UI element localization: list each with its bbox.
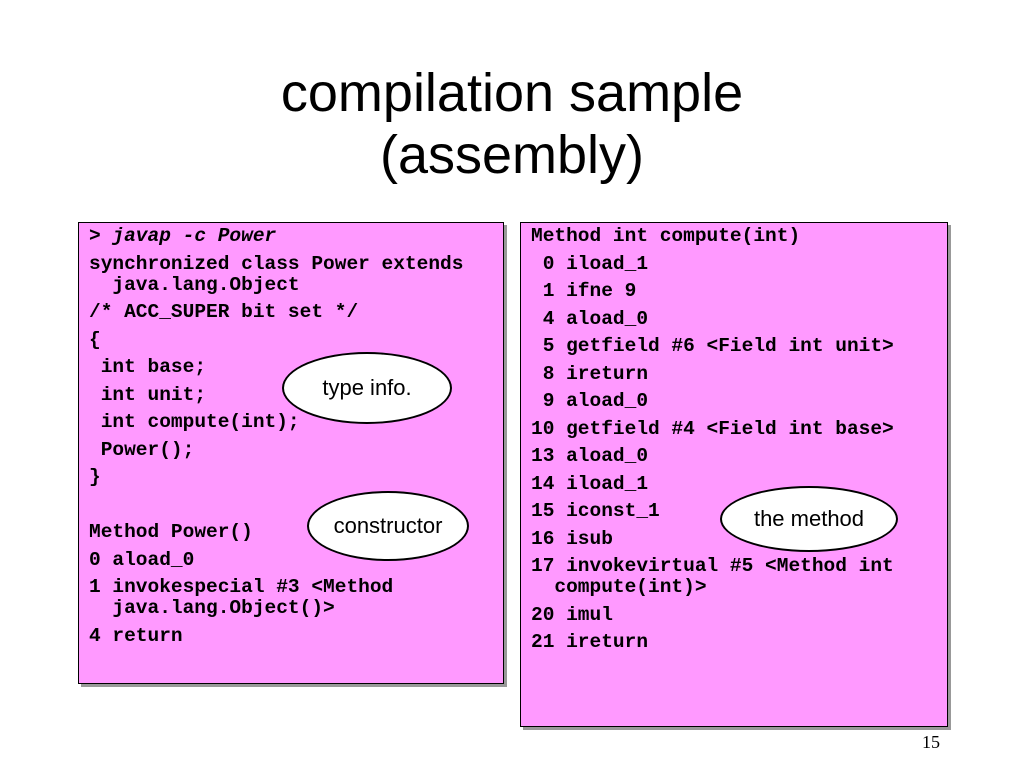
code-line: 1 invokespecial #3 <Method java.lang.Obj…: [89, 576, 405, 619]
code-line: }: [89, 466, 101, 488]
code-line: Method Power(): [89, 521, 253, 543]
slide-title: compilation sample (assembly): [0, 62, 1024, 186]
command-prompt: >: [89, 225, 113, 247]
code-line: int base;: [89, 356, 207, 378]
code-line: /* ACC_SUPER bit set */: [89, 301, 359, 323]
code-line: 0 aload_0: [89, 548, 195, 571]
code-line: synchronized class Power extends java.la…: [89, 252, 476, 296]
code-line: 5 getfield #6 <Field int unit>: [531, 335, 894, 357]
code-line: 15 iconst_1: [531, 500, 660, 522]
code-line: 1 ifne 9: [531, 280, 637, 302]
code-line: 16 isub: [531, 527, 613, 550]
command-line: > javap -c Power: [89, 226, 493, 247]
compute-method-box: Method int compute(int) 0 iload_1 1 ifne…: [520, 222, 948, 727]
code-line: 17 invokevirtual #5 <Method int compute(…: [531, 555, 906, 598]
code-line: 20 imul: [531, 603, 613, 626]
type-info-callout: type info.: [282, 352, 452, 424]
code-line: {: [89, 328, 101, 351]
constructor-callout: constructor: [307, 491, 469, 561]
code-line: 4 aload_0: [531, 307, 649, 330]
javap-output-box: > javap -c Power synchronized class Powe…: [78, 222, 504, 684]
code-line: Method int compute(int): [531, 225, 801, 247]
code-line: 21 ireturn: [531, 631, 649, 653]
code-line: 9 aload_0: [531, 390, 649, 412]
code-line: int unit;: [89, 383, 207, 406]
code-line: 0 iload_1: [531, 252, 649, 275]
code-line: int compute(int);: [89, 411, 300, 433]
title-line-1: compilation sample: [280, 63, 744, 123]
code-line: 10 getfield #4 <Field int base>: [531, 417, 894, 440]
page-number: 15: [922, 732, 940, 752]
code-line: 4 return: [89, 624, 183, 647]
code-line: 13 aload_0: [531, 445, 649, 467]
command-text: javap -c Power: [112, 225, 277, 247]
the-method-callout: the method: [720, 486, 898, 552]
code-line: Power();: [89, 438, 195, 461]
code-line: 8 ireturn: [531, 362, 649, 385]
title-line-2: (assembly): [379, 125, 645, 185]
code-line: 14 iload_1: [531, 472, 649, 495]
